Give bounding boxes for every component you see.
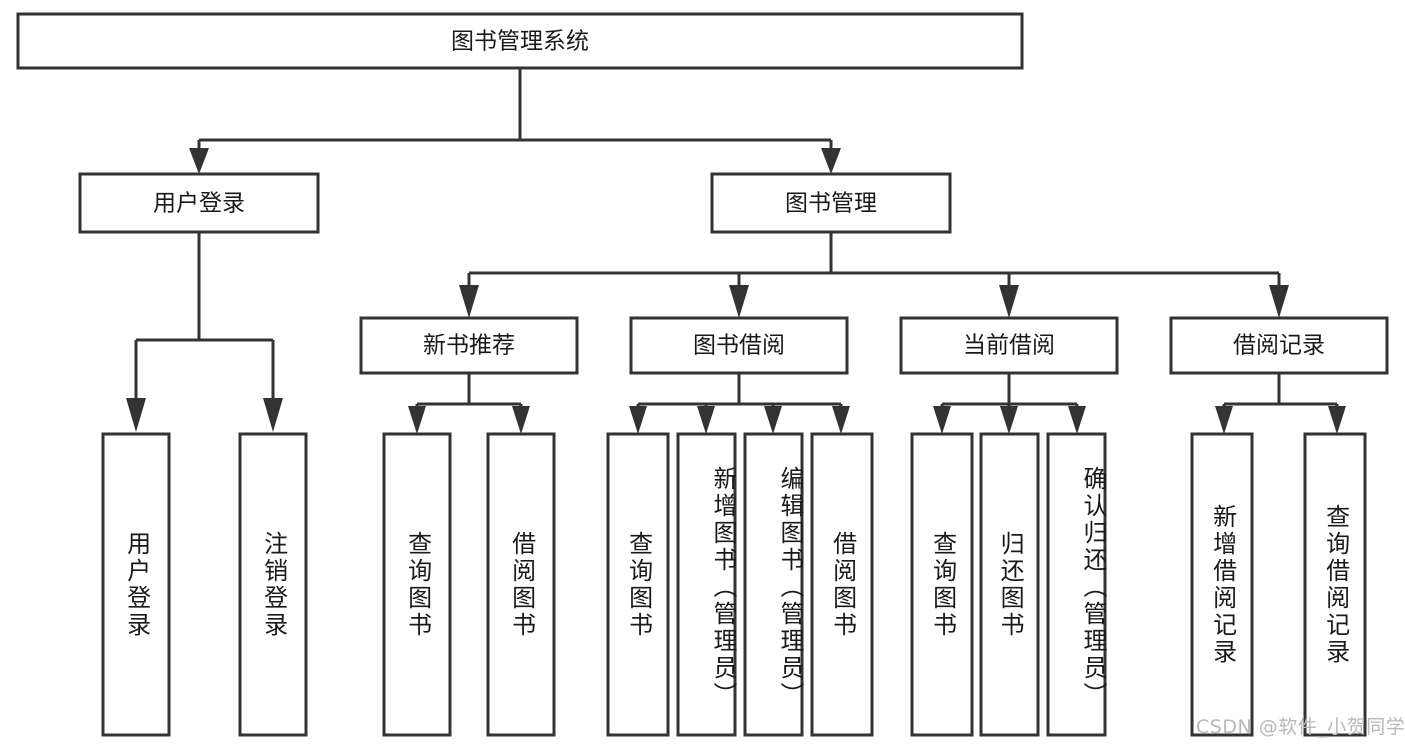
- arrow-head-query-book-b: [629, 406, 647, 434]
- arrow-head-confirm-return: [1068, 406, 1086, 434]
- node-label-new-book-recommend: 新书推荐: [423, 333, 515, 359]
- node-box-leaf-7[interactable]: [810, 432, 874, 737]
- node-label-root: 图书管理系统: [451, 29, 589, 55]
- arrow-head-leaf-user-login: [126, 398, 146, 432]
- node-box-leaf-6[interactable]: [743, 432, 804, 737]
- node-label-user-login: 用户登录: [153, 191, 245, 217]
- connector-group-borrow-record: [1215, 373, 1346, 434]
- arrow-head-user-login: [189, 148, 209, 174]
- connector-group-root: [189, 68, 841, 174]
- arrow-head-leaf-logout: [263, 398, 283, 432]
- connector-group-current-borrow: [933, 373, 1086, 434]
- node-box-user-login[interactable]: [78, 172, 320, 234]
- arrow-head-query-book-c: [933, 406, 951, 434]
- node-box-leaf-8[interactable]: [910, 432, 974, 737]
- node-label-book-borrow: 图书借阅: [693, 333, 785, 359]
- arrow-head-book-mgmt: [821, 148, 841, 174]
- node-box-leaf-11[interactable]: [1190, 432, 1254, 737]
- connector-group-user-login: [126, 232, 283, 432]
- node-box-root[interactable]: [16, 12, 1024, 70]
- node-box-leaf-9[interactable]: [979, 432, 1040, 737]
- node-box-leaf-0[interactable]: [101, 432, 171, 737]
- node-box-leaf-1[interactable]: [238, 432, 308, 737]
- arrow-head-query-borrow-record: [1328, 406, 1346, 434]
- arrow-head-borrow-book-a: [512, 406, 530, 434]
- connector-group-new-book-rec: [408, 373, 530, 434]
- node-label-book-management: 图书管理: [785, 191, 877, 217]
- node-box-leaf-12[interactable]: [1303, 432, 1367, 737]
- node-box-leaf-10[interactable]: [1046, 432, 1107, 737]
- connector-group-book-mgmt: [459, 232, 1289, 318]
- arrow-head-add-book: [697, 406, 715, 434]
- arrow-head-current-borrow: [999, 285, 1019, 318]
- node-box-borrow-record[interactable]: [1169, 316, 1389, 375]
- node-box-leaf-5[interactable]: [676, 432, 737, 737]
- node-box-leaf-2[interactable]: [382, 432, 452, 737]
- arrow-head-return-book: [1000, 406, 1018, 434]
- watermark-text: CSDN @软件_小贺同学: [1196, 716, 1405, 738]
- arrow-head-query-book-a: [408, 406, 426, 434]
- arrow-head-borrow-record: [1269, 285, 1289, 318]
- node-box-book-management[interactable]: [710, 172, 952, 234]
- arrow-head-new-book-rec: [459, 285, 479, 318]
- node-label-current-borrow: 当前借阅: [963, 333, 1055, 359]
- node-label-borrow-record: 借阅记录: [1233, 333, 1325, 359]
- arrow-head-add-borrow-record: [1215, 406, 1233, 434]
- connector-group-book-borrow: [629, 373, 850, 434]
- node-box-book-borrow[interactable]: [629, 316, 849, 375]
- arrow-head-borrow-book-b: [832, 406, 850, 434]
- node-box-current-borrow[interactable]: [899, 316, 1119, 375]
- arrow-head-book-borrow: [729, 285, 749, 318]
- arrow-head-edit-book: [764, 406, 782, 434]
- node-box-leaf-3[interactable]: [486, 432, 556, 737]
- node-box-new-book-recommend[interactable]: [359, 316, 579, 375]
- node-box-leaf-4[interactable]: [606, 432, 670, 737]
